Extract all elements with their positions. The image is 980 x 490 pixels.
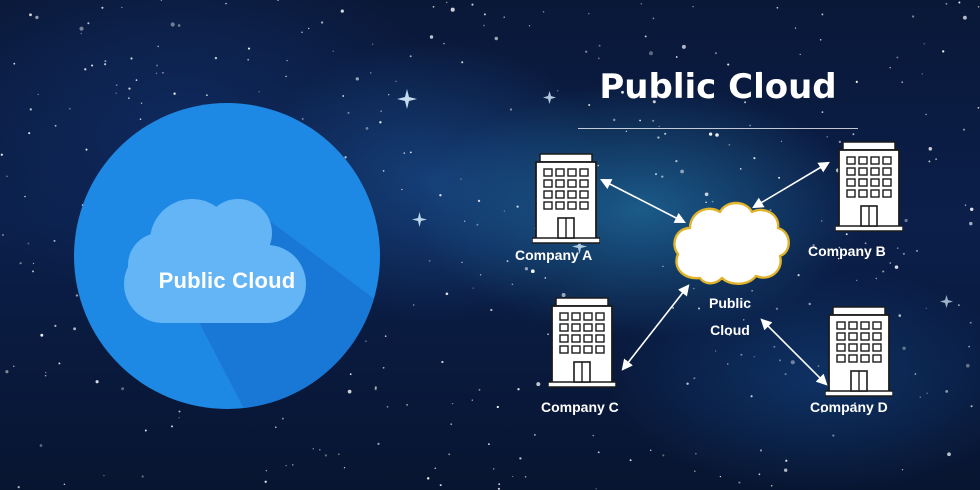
company-b-label: Company B	[808, 243, 886, 259]
company-d-building-icon	[824, 305, 894, 402]
connector-company-a	[600, 178, 686, 224]
company-c-label: Company C	[541, 399, 619, 415]
center-label-line1: Public	[708, 295, 751, 311]
center-node-label: Public Cloud	[690, 290, 770, 344]
company-d-label: Company D	[810, 399, 888, 415]
company-a-building-icon	[531, 152, 601, 249]
center-label-line2: Cloud	[710, 322, 750, 338]
sparkle-stars	[397, 89, 953, 308]
diagram-title: Public Cloud	[599, 67, 837, 107]
company-c-building-icon	[547, 296, 617, 393]
company-a-label: Company A	[515, 247, 593, 263]
badge-cloud-icon	[124, 199, 306, 323]
connector-company-c	[621, 284, 690, 371]
badge-label: Public Cloud	[158, 268, 296, 293]
title-divider	[578, 128, 858, 129]
connector-company-d	[760, 318, 828, 386]
company-b-building-icon	[834, 140, 904, 237]
connector-company-b	[752, 161, 830, 209]
